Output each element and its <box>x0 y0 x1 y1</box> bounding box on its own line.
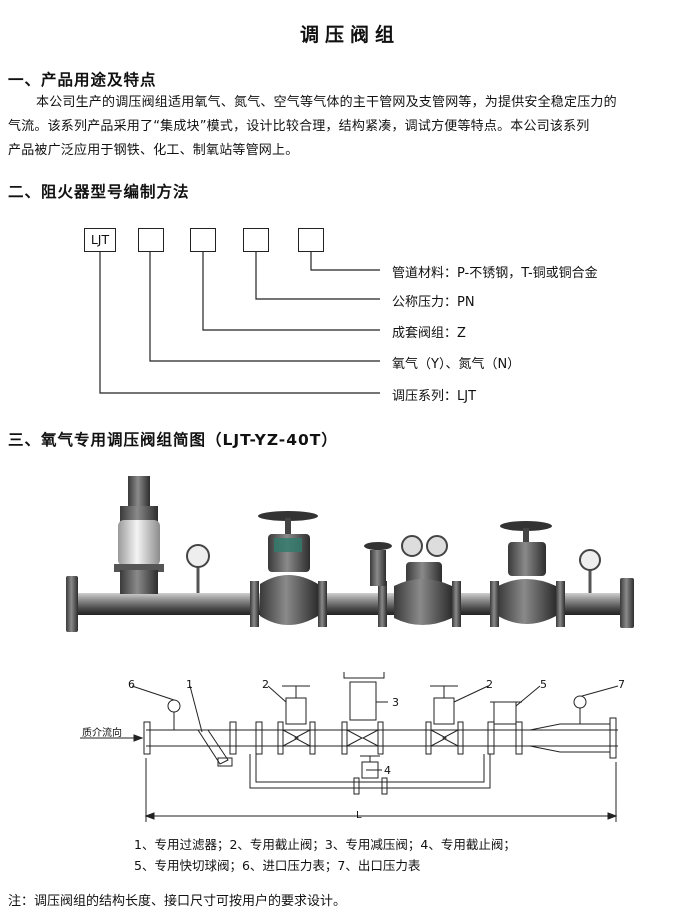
callout-2-left: 2 <box>262 678 269 691</box>
length-label: L <box>356 810 362 821</box>
callout-2-right: 2 <box>486 678 493 691</box>
handwheel-2 <box>500 521 552 531</box>
callout-6: 6 <box>128 678 135 691</box>
model-code-box-2 <box>138 228 164 252</box>
flow-direction-label: 质介流向 <box>82 728 122 739</box>
model-code-box-5 <box>298 228 324 252</box>
section1-heading: 一、产品用途及特点 <box>8 71 157 89</box>
inlet-gauge-photo <box>186 544 210 568</box>
model-label-pressure: 公称压力：PN <box>392 295 475 310</box>
page-title: 调压阀组 <box>299 24 400 46</box>
section1-line1: 本公司生产的调压阀组适用氧气、氮气、空气等气体的主干管网及支管网等，为提供安全稳… <box>36 95 617 110</box>
model-label-material: 管道材料：P-不锈钢，T-铜或铜合金 <box>392 266 598 281</box>
inlet-flange <box>66 576 78 632</box>
section2-heading: 二、阻火器型号编制方法 <box>8 183 190 201</box>
callout-5: 5 <box>540 678 547 691</box>
model-code-box-4 <box>243 228 269 252</box>
valve-assembly-photo <box>66 476 634 632</box>
model-label-gas: 氧气（Y）、氮气（N） <box>392 357 521 372</box>
model-code-leader-lines <box>99 252 380 394</box>
legend-line1: 1、专用过滤器；2、专用截止阀；3、专用减压阀；4、专用截止阀； <box>134 837 516 852</box>
model-label-set: 成套阀组：Z <box>392 326 466 341</box>
section3-heading: 三、氧气专用调压阀组简图（LJT-YZ-40T） <box>8 431 338 449</box>
handwheel-1 <box>258 511 318 521</box>
outlet-flange <box>620 578 634 628</box>
model-label-series: 调压系列：LJT <box>392 389 477 404</box>
model-code-box-3 <box>190 228 216 252</box>
section1-line3: 产品被广泛应用于钢铁、化工、制氧站等管网上。 <box>8 143 299 158</box>
footer-note: 注：调压阀组的结构长度、接口尺寸可按用户的要求设计。 <box>8 894 347 909</box>
callout-7: 7 <box>618 678 625 691</box>
valve-schematic <box>80 672 619 822</box>
callout-4: 4 <box>384 764 391 777</box>
section1-line2: 气流。该系列产品采用了“集成块”模式，设计比较合理，结构紧凑，调试方便等特点。本… <box>8 119 590 134</box>
callout-1: 1 <box>186 678 193 691</box>
model-code-box-ljt: LJT <box>84 228 116 252</box>
outlet-gauge-photo <box>579 549 601 571</box>
legend-line2: 5、专用快切球阀；6、进口压力表；7、出口压力表 <box>134 858 421 873</box>
callout-3: 3 <box>392 696 399 709</box>
model-code-ljt-label: LJT <box>90 232 110 247</box>
filter-body <box>118 520 160 566</box>
